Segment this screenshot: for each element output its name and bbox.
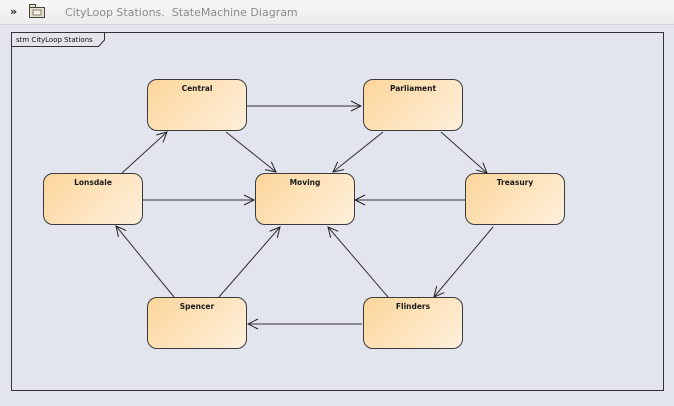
transition-treasury-flinders — [434, 226, 494, 297]
diagram-title: CityLoop Stations. StateMachine Diagram — [65, 6, 298, 19]
frame-border — [11, 32, 664, 391]
state-central[interactable]: Central — [147, 79, 247, 131]
diagram-toolbar: » CityLoop Stations. StateMachine Diagra… — [0, 0, 674, 25]
transition-spencer-moving — [218, 227, 280, 298]
state-label: Central — [181, 84, 213, 93]
transition-parliament-treasury — [440, 131, 487, 173]
frame-label: stm CityLoop Stations — [16, 36, 93, 44]
transition-flinders-moving — [328, 227, 389, 298]
state-label: Flinders — [395, 302, 431, 311]
transition-spencer-lonsdale — [116, 226, 175, 298]
diagram-canvas: stm CityLoop Stations Central Parliament… — [0, 25, 674, 406]
package-icon — [29, 4, 45, 18]
state-lonsdale[interactable]: Lonsdale — [43, 173, 143, 225]
state-flinders[interactable]: Flinders — [363, 297, 463, 349]
state-label: Moving — [289, 178, 321, 187]
transition-central-moving — [225, 131, 276, 172]
state-label: Lonsdale — [74, 178, 112, 187]
state-treasury[interactable]: Treasury — [465, 173, 565, 225]
state-label: Treasury — [496, 178, 534, 187]
diagram-frame — [11, 32, 664, 391]
frame-label-tab — [11, 32, 105, 47]
double-chevron-right-icon[interactable]: » — [10, 5, 18, 18]
transition-parliament-moving — [333, 131, 384, 172]
state-spencer[interactable]: Spencer — [147, 297, 247, 349]
state-label: Parliament — [389, 84, 437, 93]
state-parliament[interactable]: Parliament — [363, 79, 463, 131]
state-moving[interactable]: Moving — [255, 173, 355, 225]
state-label: Spencer — [179, 302, 215, 311]
transition-lonsdale-central — [121, 132, 167, 174]
